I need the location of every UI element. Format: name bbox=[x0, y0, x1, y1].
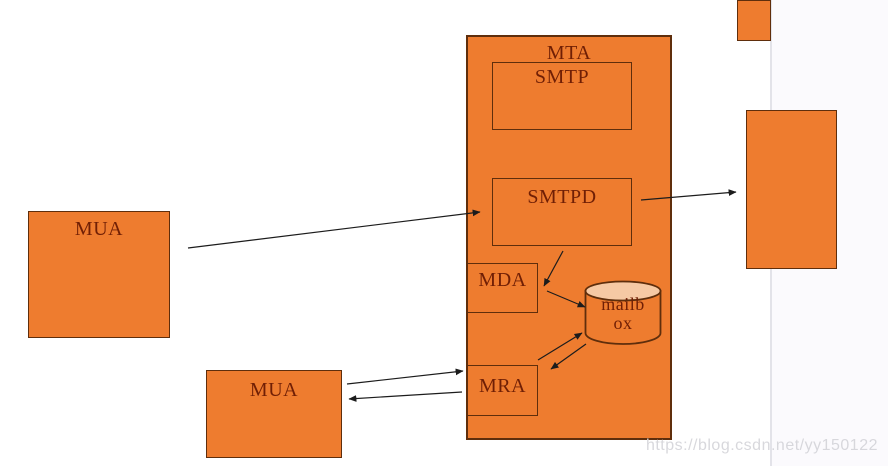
mta-label: MTA bbox=[546, 42, 592, 64]
arrow-mua-receiver-to-mra bbox=[346, 368, 464, 385]
mailbox-label: mailb ox bbox=[584, 295, 662, 333]
mailbox-label-line2: ox bbox=[613, 313, 633, 333]
watermark: https://blog.csdn.net/yy150122 bbox=[645, 437, 878, 454]
mua-receiver-box: MUA bbox=[206, 370, 342, 458]
smtpd-label: SMTPD bbox=[527, 186, 597, 208]
smtp-box: SMTP bbox=[492, 62, 632, 130]
remote-server-box bbox=[746, 110, 837, 269]
smtpd-box: SMTPD bbox=[492, 178, 632, 246]
mua-sender-box: MUA bbox=[28, 211, 170, 338]
mda-label: MDA bbox=[478, 269, 527, 291]
mda-box: MDA bbox=[467, 263, 538, 313]
mailbox-cylinder: mailb ox bbox=[584, 280, 662, 347]
mua-receiver-label: MUA bbox=[249, 379, 299, 401]
smtp-label: SMTP bbox=[534, 66, 590, 88]
mailbox-label-line1: mailb bbox=[601, 294, 645, 314]
arrow-mra-to-mua-receiver bbox=[348, 391, 463, 402]
decor-block bbox=[737, 0, 771, 41]
mra-box: MRA bbox=[467, 365, 538, 416]
mua-sender-label: MUA bbox=[74, 218, 124, 240]
mra-label: MRA bbox=[478, 375, 527, 397]
arrow-mua-sender-to-smtpd bbox=[187, 209, 481, 249]
cylinder-shape-icon bbox=[584, 280, 662, 345]
